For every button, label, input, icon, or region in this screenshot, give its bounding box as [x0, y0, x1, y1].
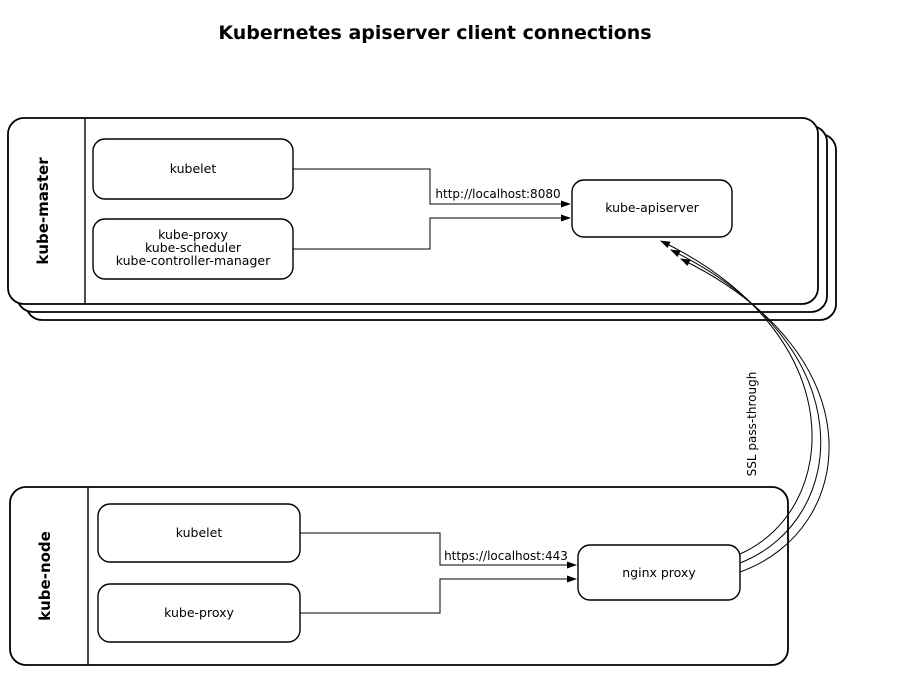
master-services-label-line1: kube-proxy — [158, 227, 228, 242]
ssl-curve-3 — [680, 258, 830, 573]
diagram-title: Kubernetes apiserver client connections — [218, 22, 651, 44]
edge-label-http-localhost-8080: http://localhost:8080 — [435, 187, 560, 201]
kube-master-cluster: kube-master kubelet kube-proxy kube-sche… — [7, 117, 837, 321]
edge-kubelet-apiserver — [293, 168, 571, 208]
ssl-pass-through-edges: SSL pass-through — [660, 240, 830, 573]
kube-apiserver-label: kube-apiserver — [605, 200, 699, 215]
edge-kube-proxy-nginx — [300, 575, 577, 614]
kube-node-cluster: kube-node kubelet kube-proxy nginx proxy… — [9, 486, 789, 666]
ssl-curve-1 — [660, 240, 813, 555]
master-services-label-line3: kube-controller-manager — [116, 253, 271, 268]
kube-node-label: kube-node — [36, 531, 54, 621]
nginx-proxy-label: nginx proxy — [622, 565, 696, 580]
edge-services-apiserver — [293, 214, 571, 250]
edge-label-https-localhost-443: https://localhost:443 — [444, 549, 568, 563]
nginx-proxy-node — [577, 544, 741, 601]
ssl-pass-through-label: SSL pass-through — [745, 372, 759, 477]
master-kubelet-label: kubelet — [170, 161, 217, 176]
ssl-curve-2 — [670, 249, 822, 564]
kube-apiserver-node — [571, 179, 733, 238]
node-kubelet-label: kubelet — [176, 525, 223, 540]
node-kube-proxy-label: kube-proxy — [164, 605, 234, 620]
edge-kubelet-nginx — [300, 532, 577, 569]
kube-master-label: kube-master — [34, 157, 52, 265]
master-services-label-line2: kube-scheduler — [145, 240, 242, 255]
